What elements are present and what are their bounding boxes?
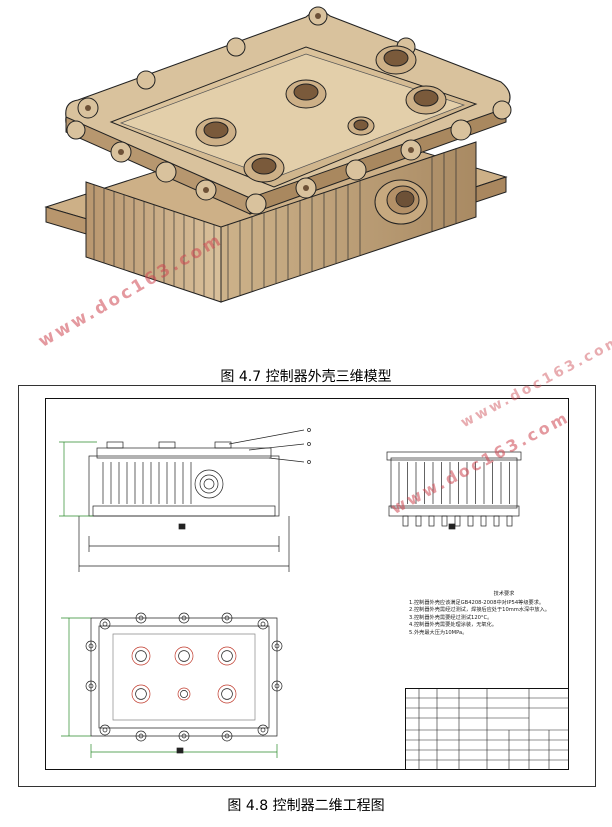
technical-requirements: 技术要求 1.控制器外壳应该满足GB4208-2008中对IP54等级要求。 2… bbox=[409, 591, 579, 638]
controller-housing-3d-model bbox=[44, 6, 512, 303]
front-view bbox=[59, 428, 311, 572]
terminal-boss bbox=[375, 45, 417, 75]
side-view bbox=[386, 451, 522, 530]
title-block bbox=[405, 688, 569, 770]
drawing-frame bbox=[45, 398, 569, 770]
title-block-grid bbox=[405, 688, 569, 770]
terminal-boss bbox=[405, 85, 447, 115]
technical-requirements-title: 技术要求 bbox=[493, 591, 515, 597]
technical-note: 4.控制器外壳需要处理涂装，无氧化。 bbox=[409, 622, 497, 629]
figure-caption-1: 图 4.7 控制器外壳三维模型 bbox=[220, 369, 392, 385]
terminal-boss bbox=[195, 117, 237, 147]
terminal-boss bbox=[347, 116, 375, 136]
technical-note: 3.控制器外壳需要经过测试120°C。 bbox=[409, 614, 493, 621]
figure-caption-2: 图 4.8 控制器二维工程图 bbox=[227, 798, 385, 814]
technical-note: 1.控制器外壳应该满足GB4208-2008中对IP54等级要求。 bbox=[409, 599, 545, 606]
terminal-boss bbox=[243, 153, 285, 183]
technical-note: 5.外壳最大压为10MPa。 bbox=[409, 629, 468, 636]
technical-note: 2.控制器外壳需经过测试，焊接后应处于10mm水深中放入。 bbox=[409, 607, 550, 614]
connector-port bbox=[374, 179, 428, 225]
top-view bbox=[61, 612, 283, 758]
drawing-sheet: 技术要求 1.控制器外壳应该满足GB4208-2008中对IP54等级要求。 2… bbox=[18, 385, 596, 787]
engineering-drawing bbox=[59, 428, 569, 770]
terminal-boss bbox=[285, 79, 327, 109]
